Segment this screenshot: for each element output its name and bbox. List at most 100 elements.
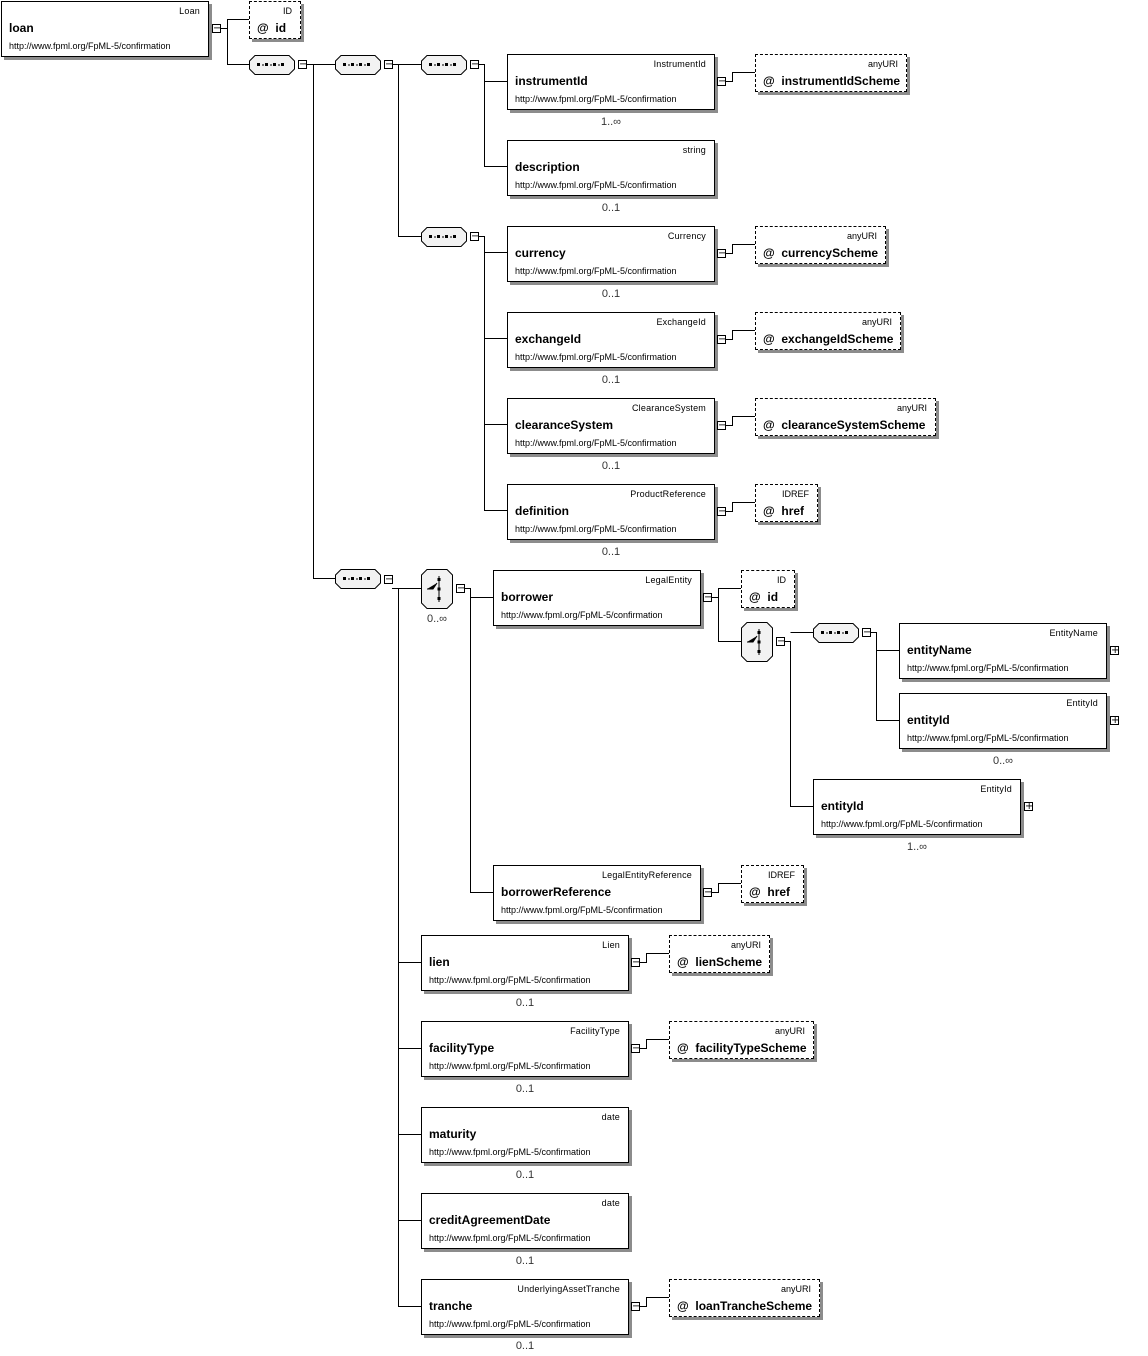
- element-entityId[interactable]: EntityId entityId http://www.fpml.org/Fp…: [899, 693, 1107, 749]
- collapse-toggle[interactable]: −: [384, 59, 394, 70]
- attribute-name: @ id: [749, 590, 778, 604]
- attribute-prefix: @: [763, 246, 775, 260]
- sequence-compositor[interactable]: [421, 227, 467, 247]
- element-maturity[interactable]: date maturity http://www.fpml.org/FpML-5…: [421, 1107, 629, 1163]
- expand-toggle[interactable]: +: [1024, 801, 1034, 812]
- attribute-exchangeIdScheme[interactable]: anyURI @ exchangeIdScheme: [755, 312, 901, 350]
- element-name: instrumentId: [515, 74, 588, 88]
- sequence-compositor[interactable]: [249, 55, 295, 75]
- attribute-href[interactable]: IDREF @ href: [755, 484, 818, 522]
- element-creditAgreementDate[interactable]: date creditAgreementDate http://www.fpml…: [421, 1193, 629, 1249]
- choice-compositor[interactable]: [421, 569, 453, 609]
- sequence-compositor[interactable]: [335, 569, 381, 589]
- attribute-lienScheme[interactable]: anyURI @ lienScheme: [669, 935, 770, 973]
- namespace-label: http://www.fpml.org/FpML-5/confirmation: [515, 180, 677, 190]
- collapse-toggle[interactable]: −: [776, 636, 786, 647]
- type-label: anyURI: [861, 317, 892, 327]
- cardinality-label: 0..1: [515, 1340, 535, 1352]
- element-entityId[interactable]: EntityId entityId http://www.fpml.org/Fp…: [813, 779, 1021, 835]
- element-facilityType[interactable]: FacilityType facilityType http://www.fpm…: [421, 1021, 629, 1077]
- collapse-toggle[interactable]: −: [470, 59, 480, 70]
- collapse-toggle[interactable]: −: [717, 506, 727, 517]
- type-label: anyURI: [774, 1026, 805, 1036]
- element-name: clearanceSystem: [515, 418, 614, 432]
- attribute-href[interactable]: IDREF @ href: [741, 865, 804, 903]
- type-label: anyURI: [846, 231, 877, 241]
- attribute-currencyScheme[interactable]: anyURI @ currencyScheme: [755, 226, 886, 264]
- element-name: loan: [9, 21, 34, 35]
- namespace-label: http://www.fpml.org/FpML-5/confirmation: [9, 41, 171, 51]
- type-label: InstrumentId: [653, 59, 706, 69]
- cardinality-label: 1..∞: [906, 841, 928, 853]
- element-description[interactable]: string description http://www.fpml.org/F…: [507, 140, 715, 196]
- collapse-toggle[interactable]: −: [384, 574, 394, 585]
- sequence-compositor[interactable]: [813, 623, 859, 643]
- attribute-name: @ href: [749, 885, 790, 899]
- type-label: string: [682, 145, 706, 155]
- collapse-toggle[interactable]: −: [703, 887, 713, 898]
- attribute-prefix: @: [677, 955, 689, 969]
- collapse-toggle[interactable]: −: [717, 76, 727, 87]
- type-label: LegalEntityReference: [601, 870, 692, 880]
- element-loan[interactable]: Loan loan http://www.fpml.org/FpML-5/con…: [1, 1, 209, 57]
- element-lien[interactable]: Lien lien http://www.fpml.org/FpML-5/con…: [421, 935, 629, 991]
- cardinality-label: 0..1: [601, 546, 621, 558]
- collapse-toggle[interactable]: −: [456, 583, 466, 594]
- type-label: ProductReference: [630, 489, 706, 499]
- collapse-toggle[interactable]: −: [631, 957, 641, 968]
- attribute-name: @ exchangeIdScheme: [763, 332, 893, 346]
- attribute-prefix: @: [677, 1041, 689, 1055]
- namespace-label: http://www.fpml.org/FpML-5/confirmation: [429, 1147, 591, 1157]
- collapse-toggle[interactable]: −: [631, 1043, 641, 1054]
- collapse-toggle[interactable]: −: [717, 420, 727, 431]
- collapse-toggle[interactable]: −: [703, 592, 713, 603]
- element-definition[interactable]: ProductReference definition http://www.f…: [507, 484, 715, 540]
- element-currency[interactable]: Currency currency http://www.fpml.org/Fp…: [507, 226, 715, 282]
- attribute-loanTrancheScheme[interactable]: anyURI @ loanTrancheScheme: [669, 1279, 820, 1317]
- attribute-facilityTypeScheme[interactable]: anyURI @ facilityTypeScheme: [669, 1021, 814, 1059]
- element-name: description: [515, 160, 580, 174]
- cardinality-label: 0..∞: [992, 755, 1014, 767]
- cardinality-label: 0..1: [601, 374, 621, 386]
- element-borrowerReference[interactable]: LegalEntityReference borrowerReference h…: [493, 865, 701, 921]
- element-entityName[interactable]: EntityName entityName http://www.fpml.or…: [899, 623, 1107, 679]
- type-label: ExchangeId: [656, 317, 706, 327]
- sequence-compositor[interactable]: [421, 55, 467, 75]
- attribute-prefix: @: [763, 418, 775, 432]
- attribute-label: href: [781, 504, 805, 518]
- type-label: EntityId: [980, 784, 1012, 794]
- expand-toggle[interactable]: +: [1110, 715, 1120, 726]
- namespace-label: http://www.fpml.org/FpML-5/confirmation: [907, 733, 1069, 743]
- collapse-toggle[interactable]: −: [717, 248, 727, 259]
- attribute-id[interactable]: ID @ id: [741, 570, 795, 608]
- attribute-label: facilityTypeScheme: [695, 1041, 807, 1055]
- collapse-toggle[interactable]: −: [631, 1301, 641, 1312]
- collapse-toggle[interactable]: −: [470, 231, 480, 242]
- element-exchangeId[interactable]: ExchangeId exchangeId http://www.fpml.or…: [507, 312, 715, 368]
- element-instrumentId[interactable]: InstrumentId instrumentId http://www.fpm…: [507, 54, 715, 110]
- attribute-prefix: @: [677, 1299, 689, 1313]
- attribute-clearanceSystemScheme[interactable]: anyURI @ clearanceSystemScheme: [755, 398, 936, 436]
- cardinality-label: 0..∞: [426, 613, 448, 625]
- element-name: borrower: [501, 590, 554, 604]
- choice-compositor[interactable]: [741, 622, 773, 662]
- collapse-toggle[interactable]: −: [717, 334, 727, 345]
- attribute-label: lienScheme: [695, 955, 763, 969]
- cardinality-label: 1..∞: [600, 116, 622, 128]
- attribute-id[interactable]: ID @ id: [249, 1, 301, 39]
- namespace-label: http://www.fpml.org/FpML-5/confirmation: [429, 1061, 591, 1071]
- collapse-toggle[interactable]: −: [862, 627, 872, 638]
- namespace-label: http://www.fpml.org/FpML-5/confirmation: [515, 438, 677, 448]
- element-borrower[interactable]: LegalEntity borrower http://www.fpml.org…: [493, 570, 701, 626]
- expand-toggle[interactable]: +: [1110, 645, 1120, 656]
- collapse-toggle[interactable]: −: [212, 23, 222, 34]
- collapse-toggle[interactable]: −: [298, 59, 308, 70]
- element-name: definition: [515, 504, 569, 518]
- element-tranche[interactable]: UnderlyingAssetTranche tranche http://ww…: [421, 1279, 629, 1335]
- attribute-instrumentIdScheme[interactable]: anyURI @ instrumentIdScheme: [755, 54, 907, 92]
- sequence-compositor[interactable]: [335, 55, 381, 75]
- element-clearanceSystem[interactable]: ClearanceSystem clearanceSystem http://w…: [507, 398, 715, 454]
- type-label: LegalEntity: [645, 575, 692, 585]
- cardinality-label: 0..1: [515, 1083, 535, 1095]
- element-name: borrowerReference: [501, 885, 612, 899]
